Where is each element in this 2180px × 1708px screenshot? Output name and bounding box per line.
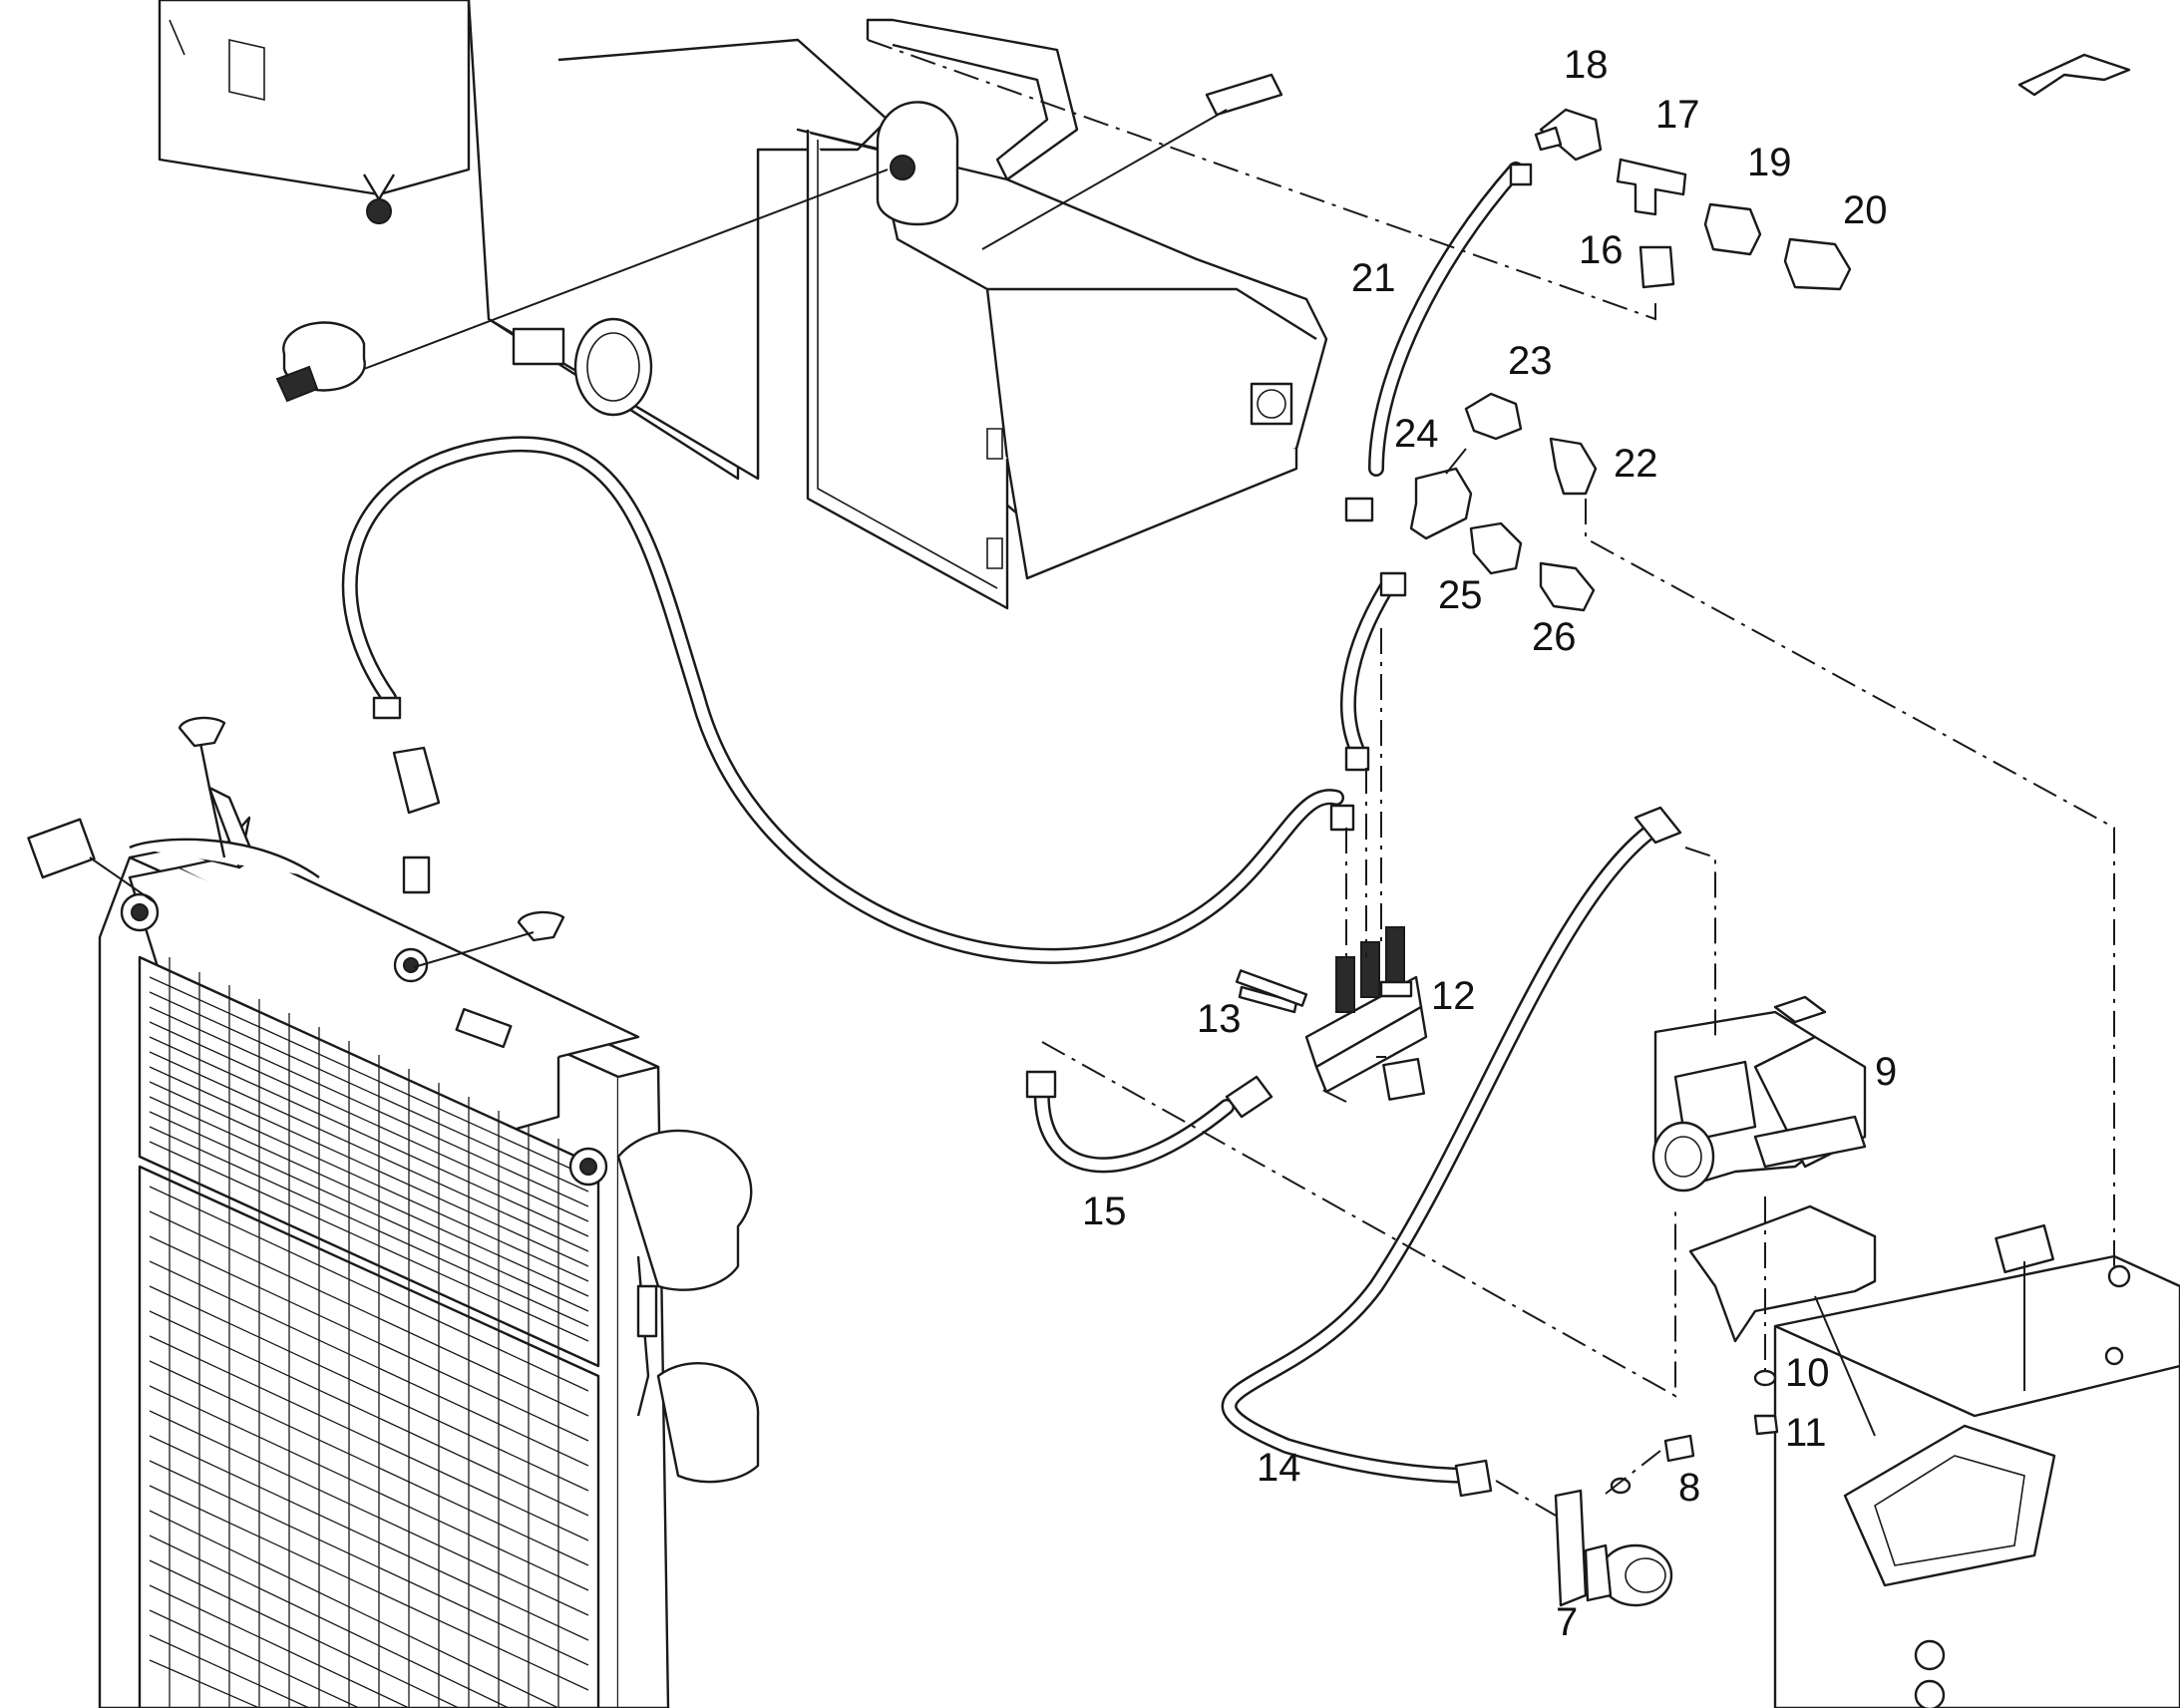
- callout-21: 21: [1351, 256, 1396, 300]
- cable-tie: [2017, 53, 2131, 97]
- callout-16: 16: [1579, 228, 1624, 272]
- radiator-assembly: [27, 716, 760, 1708]
- callout-12: 12: [1431, 974, 1476, 1018]
- fuel-tank-assembly: [158, 0, 1328, 610]
- fittings: [372, 108, 1877, 1607]
- callout-24: 24: [1394, 412, 1439, 456]
- callout-23: 23: [1508, 339, 1553, 383]
- callout-19: 19: [1747, 141, 1792, 184]
- callout-10: 10: [1785, 1351, 1830, 1395]
- callout-11: 11: [1785, 1411, 1827, 1455]
- hoses: [341, 162, 1663, 1484]
- callout-25: 25: [1438, 573, 1483, 617]
- radiator-core: [149, 957, 589, 1708]
- leader-lines: [89, 109, 2025, 1437]
- callout-15: 15: [1082, 1190, 1127, 1233]
- callout-20: 20: [1843, 188, 1888, 232]
- callout-labels: 7 8 9 10 11 12 13 14 15 16 17 18 19 20 2…: [1082, 43, 1897, 1644]
- callout-9: 9: [1875, 1050, 1897, 1094]
- assembly-lines: [867, 39, 2115, 1517]
- callout-26: 26: [1532, 615, 1577, 659]
- callout-17: 17: [1655, 93, 1700, 137]
- callout-7: 7: [1556, 1600, 1578, 1644]
- callout-8: 8: [1678, 1466, 1700, 1510]
- frame-bracket: [1773, 1223, 2180, 1708]
- callout-13: 13: [1197, 997, 1242, 1041]
- callout-18: 18: [1564, 43, 1609, 87]
- callout-22: 22: [1614, 442, 1658, 486]
- callout-14: 14: [1257, 1446, 1301, 1490]
